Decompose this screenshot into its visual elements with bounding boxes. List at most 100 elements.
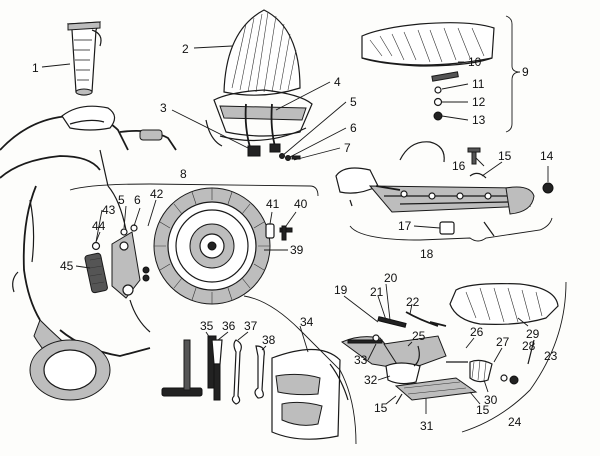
- leader-45: [75, 265, 91, 269]
- callout-9: 9: [522, 65, 529, 79]
- callout-16: 16: [452, 159, 466, 173]
- leader-33: [367, 343, 377, 361]
- callout-31: 31: [420, 419, 434, 433]
- leader-29: [517, 317, 529, 327]
- callout-29: 29: [526, 327, 540, 341]
- leader-15c: [469, 391, 481, 405]
- spare-wheel: [153, 187, 271, 305]
- leader-3: [171, 109, 249, 149]
- leader-1: [41, 63, 71, 68]
- callout-32: 32: [364, 373, 378, 387]
- callout-4: 4: [334, 75, 341, 89]
- callout-18: 18: [420, 247, 434, 261]
- pillion-seat-group: [341, 283, 559, 405]
- callout-25: 25: [412, 329, 426, 343]
- callout-23: 23: [544, 349, 558, 363]
- callout-42: 42: [150, 187, 164, 201]
- callout-10: 10: [468, 55, 482, 69]
- leader-21: [377, 295, 387, 321]
- wheel-clip: [265, 223, 293, 241]
- bracket-34: [243, 295, 357, 445]
- leader-40: [285, 211, 297, 227]
- seat-cushion-group: [361, 22, 495, 121]
- leader-4: [275, 81, 331, 111]
- callout-6: 6: [350, 121, 357, 135]
- callout-17: 17: [398, 219, 412, 233]
- leader-30: [483, 379, 489, 393]
- callout-7: 7: [344, 141, 351, 155]
- leader-41: [269, 211, 273, 225]
- callout-6b: 6: [134, 193, 141, 207]
- callout-27: 27: [496, 335, 510, 349]
- leader-27: [493, 347, 503, 363]
- callout-20: 20: [384, 271, 398, 285]
- callout-45: 45: [60, 259, 74, 273]
- callout-2: 2: [182, 42, 189, 56]
- leader-13: [441, 115, 469, 121]
- leader-2: [193, 45, 233, 49]
- callout-13: 13: [472, 113, 486, 127]
- leader-5b: [123, 205, 127, 229]
- callout-43: 43: [102, 203, 116, 217]
- bracket-18: [349, 217, 553, 242]
- callout-5: 5: [350, 95, 357, 109]
- callout-11: 11: [472, 77, 485, 91]
- leader-43: [95, 209, 103, 243]
- leader-32: [377, 375, 391, 381]
- leader-6a: [287, 127, 347, 159]
- leader-37: [237, 331, 249, 341]
- callout-1: 1: [32, 61, 39, 75]
- leader-16: [475, 157, 485, 167]
- bracket-8: [69, 183, 319, 197]
- leader-15b: [385, 395, 397, 405]
- leader-42: [147, 199, 157, 227]
- callout-28: 28: [522, 339, 536, 353]
- bracket-9: [505, 15, 521, 133]
- bracket-24: [461, 281, 567, 433]
- callout-26: 26: [470, 325, 484, 339]
- leader-19: [343, 295, 379, 323]
- callout-22: 22: [406, 295, 420, 309]
- mounting-bracket: [84, 224, 150, 299]
- leader-7: [293, 147, 341, 161]
- leader-26: [465, 337, 475, 349]
- screw-7: [291, 155, 301, 160]
- leader-5a: [281, 101, 347, 157]
- callout-19: 19: [334, 283, 348, 297]
- callout-37: 37: [244, 319, 258, 333]
- callout-21: 21: [370, 285, 384, 299]
- leader-6b: [133, 207, 141, 227]
- callout-39: 39: [290, 243, 304, 257]
- measuring-jug: [66, 21, 102, 96]
- leader-22: [409, 303, 413, 315]
- callout-3: 3: [160, 101, 167, 115]
- callout-14: 14: [540, 149, 554, 163]
- callout-8: 8: [180, 167, 187, 181]
- callout-15b: 15: [374, 401, 388, 415]
- callout-44: 44: [92, 219, 106, 233]
- nut-6: [285, 155, 291, 161]
- scooter-body: [0, 105, 177, 401]
- callout-15c: 15: [476, 403, 490, 417]
- callout-41: 41: [266, 197, 280, 211]
- callout-33: 33: [354, 353, 368, 367]
- washer-5: [279, 153, 285, 159]
- leader-25: [407, 341, 413, 347]
- callout-12: 12: [472, 95, 486, 109]
- leader-36: [217, 331, 229, 341]
- leader-34: [299, 325, 309, 353]
- leader-20: [385, 283, 391, 321]
- leader-17: [413, 225, 441, 229]
- callout-15a: 15: [498, 149, 512, 163]
- callout-24: 24: [508, 415, 522, 429]
- tool-kit: [161, 335, 349, 440]
- callout-35: 35: [200, 319, 214, 333]
- leader-15a: [481, 161, 503, 177]
- leader-38: [261, 345, 267, 351]
- windshield: [205, 9, 313, 157]
- leader-44: [95, 231, 101, 243]
- callout-40: 40: [294, 197, 308, 211]
- callout-34: 34: [300, 315, 314, 329]
